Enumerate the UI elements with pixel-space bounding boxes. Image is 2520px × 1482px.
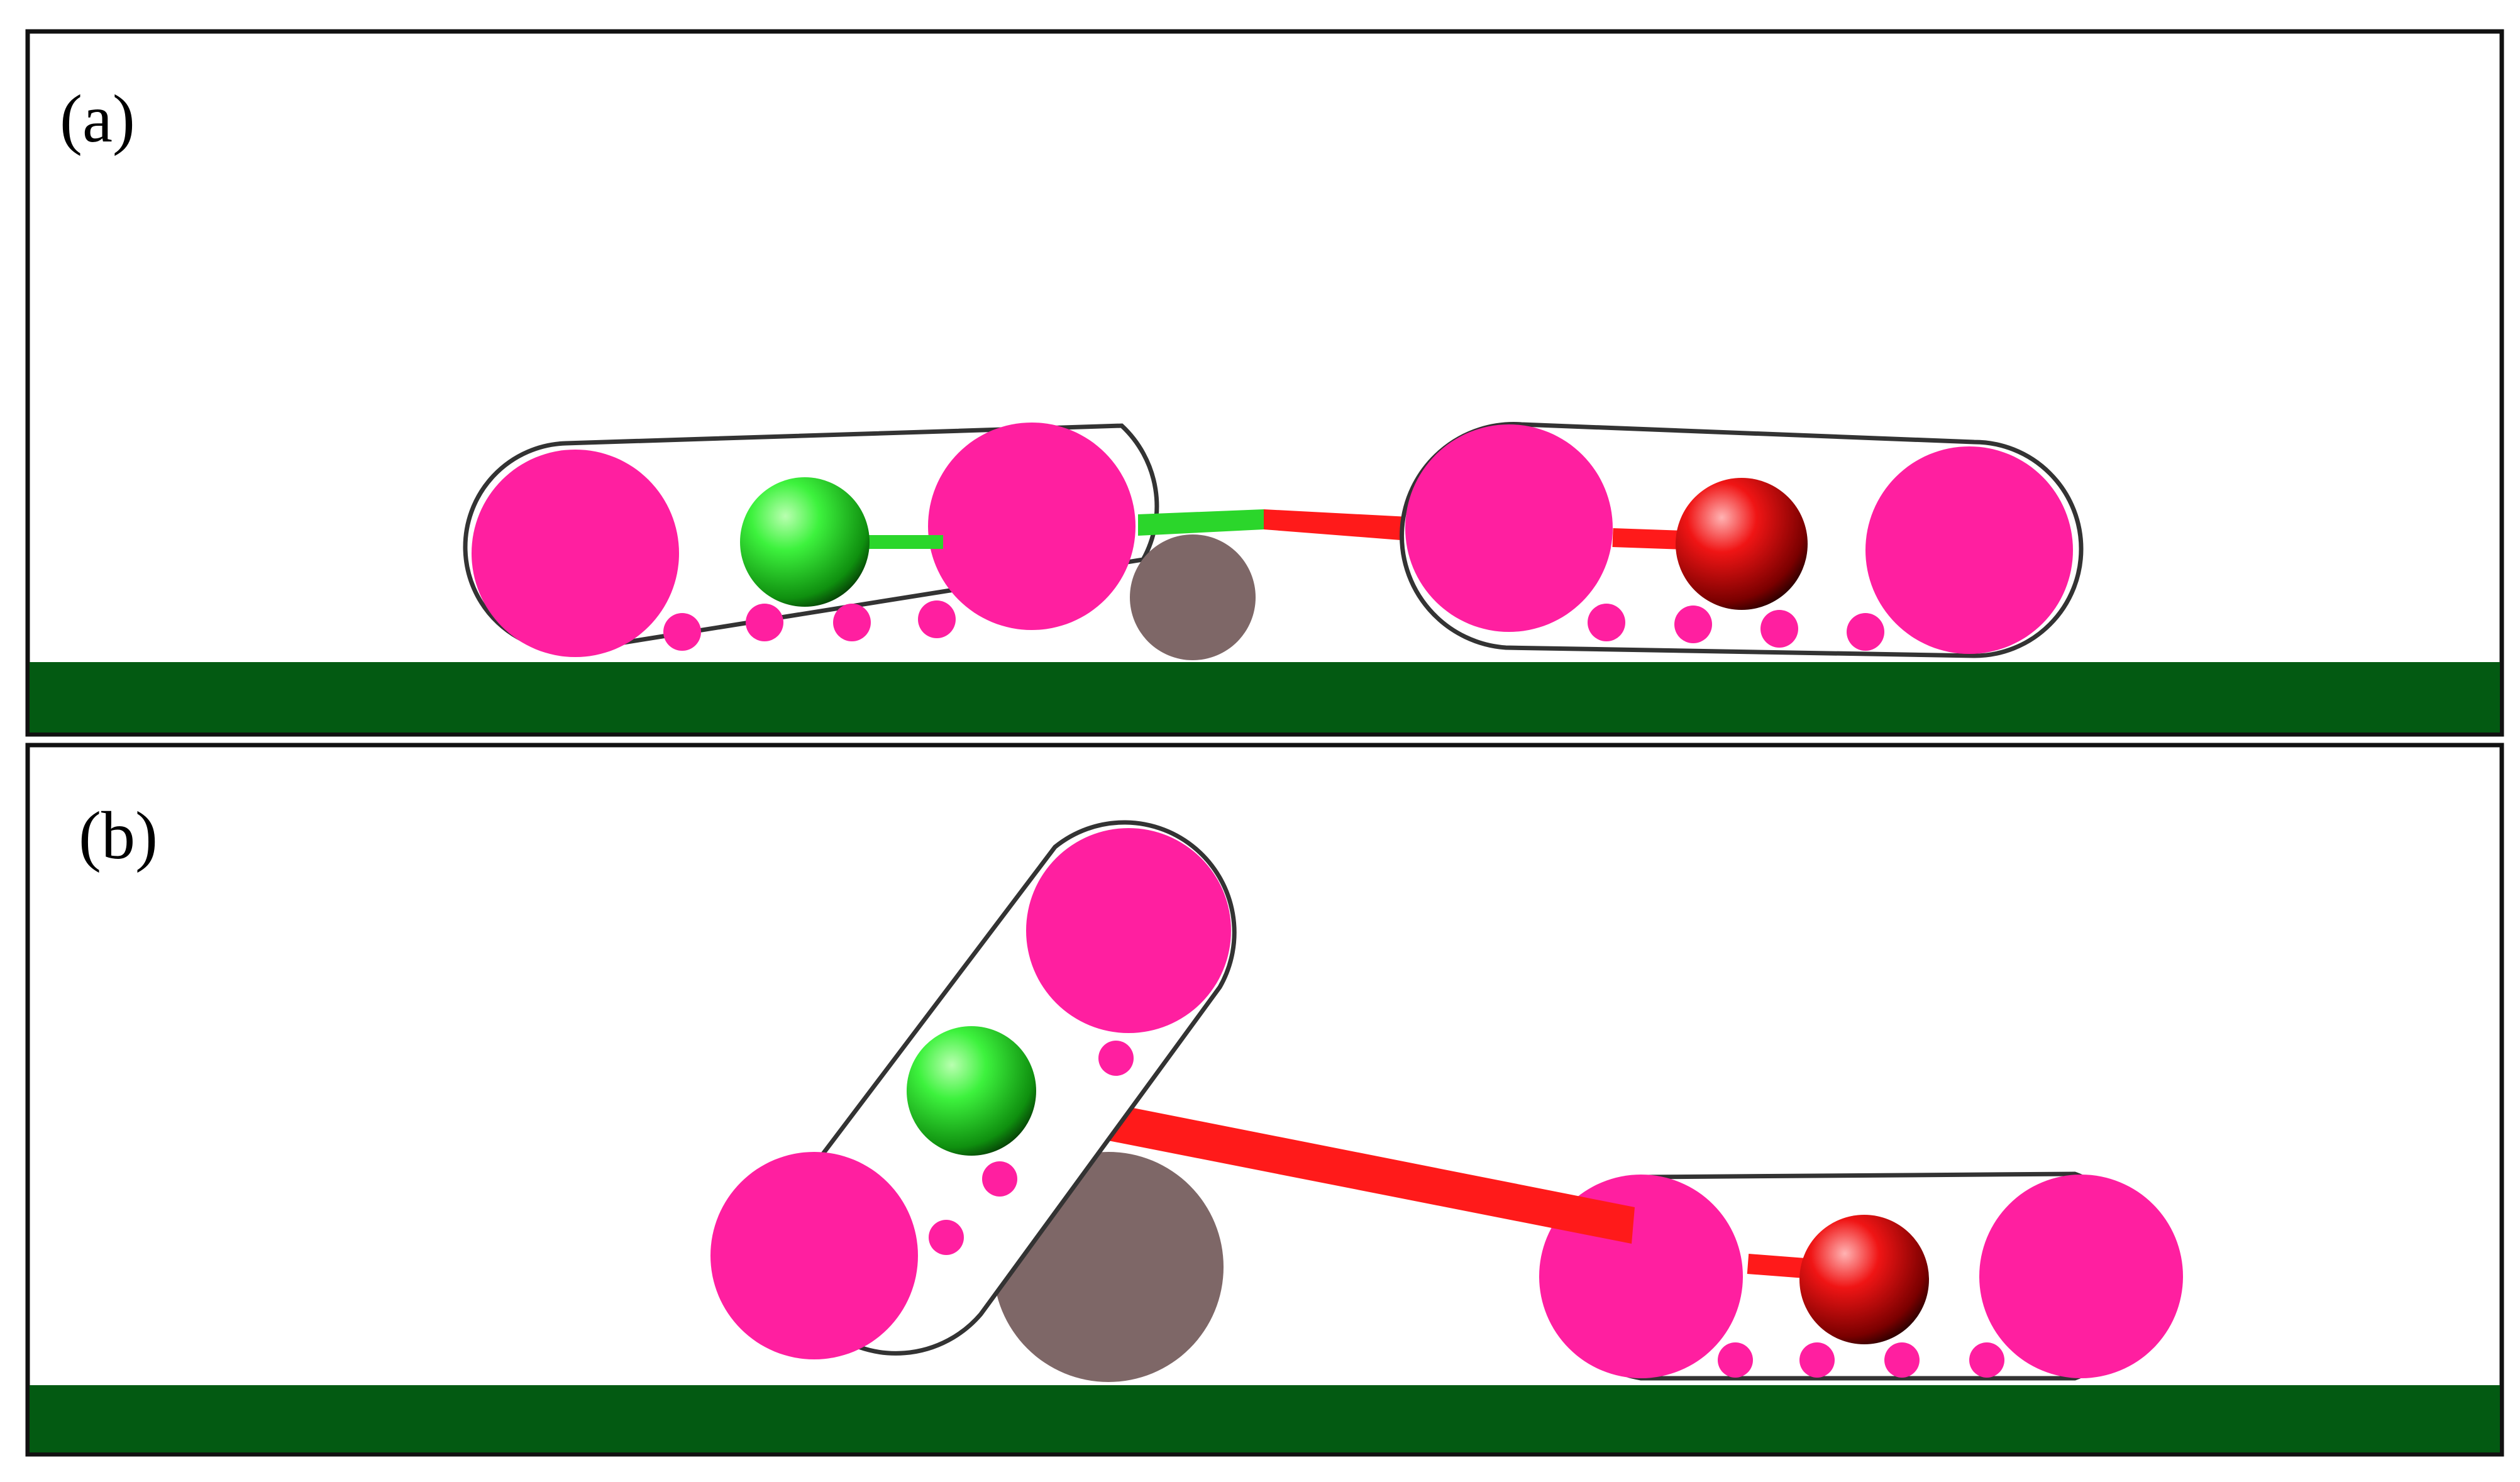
- road-wheel: [1588, 604, 1625, 641]
- front-wheel: [472, 450, 679, 657]
- road-wheel: [1674, 606, 1712, 643]
- rear-link-bar: [1000, 1083, 1635, 1244]
- rear-wheel: [928, 423, 1136, 630]
- front-track-module-a: [463, 423, 1159, 657]
- panel-a-frame: [25, 29, 2504, 737]
- obstacle-a: [1130, 534, 1256, 660]
- red-sphere-icon: [1799, 1215, 1929, 1344]
- rear-track-module-a: [1400, 422, 2084, 658]
- road-wheel: [982, 1161, 1017, 1197]
- rear-wheel: [710, 1152, 918, 1359]
- road-wheel: [1760, 610, 1798, 648]
- road-wheel: [929, 1220, 964, 1255]
- green-sphere-icon: [740, 477, 870, 607]
- front-track-module-b: [710, 820, 1237, 1359]
- road-wheel: [1799, 1342, 1835, 1378]
- panel-a: (a): [25, 29, 2504, 737]
- road-wheel: [663, 613, 701, 651]
- road-wheel: [833, 604, 871, 641]
- road-wheel: [1847, 613, 1884, 651]
- front-link-bar: [1138, 509, 1264, 536]
- ground-a: [30, 662, 2500, 733]
- panel-a-label: (a): [60, 82, 135, 157]
- red-sphere-icon: [1676, 478, 1808, 610]
- road-wheel: [1098, 1041, 1134, 1076]
- ground-b: [30, 1385, 2500, 1452]
- road-wheel: [746, 604, 783, 641]
- green-sphere-icon: [907, 1026, 1036, 1156]
- rear-wheel: [1865, 446, 2073, 654]
- road-wheel: [1884, 1342, 1920, 1378]
- front-wheel: [1405, 424, 1613, 632]
- road-wheel: [918, 600, 956, 638]
- road-wheel: [1969, 1342, 2004, 1378]
- rear-wheel: [1979, 1175, 2183, 1378]
- road-wheel: [1718, 1342, 1753, 1378]
- front-wheel: [1026, 828, 1231, 1033]
- panel-b-label: (b): [79, 799, 158, 873]
- rear-link-bar: [1264, 509, 1408, 541]
- panel-b: (b): [25, 743, 2504, 1457]
